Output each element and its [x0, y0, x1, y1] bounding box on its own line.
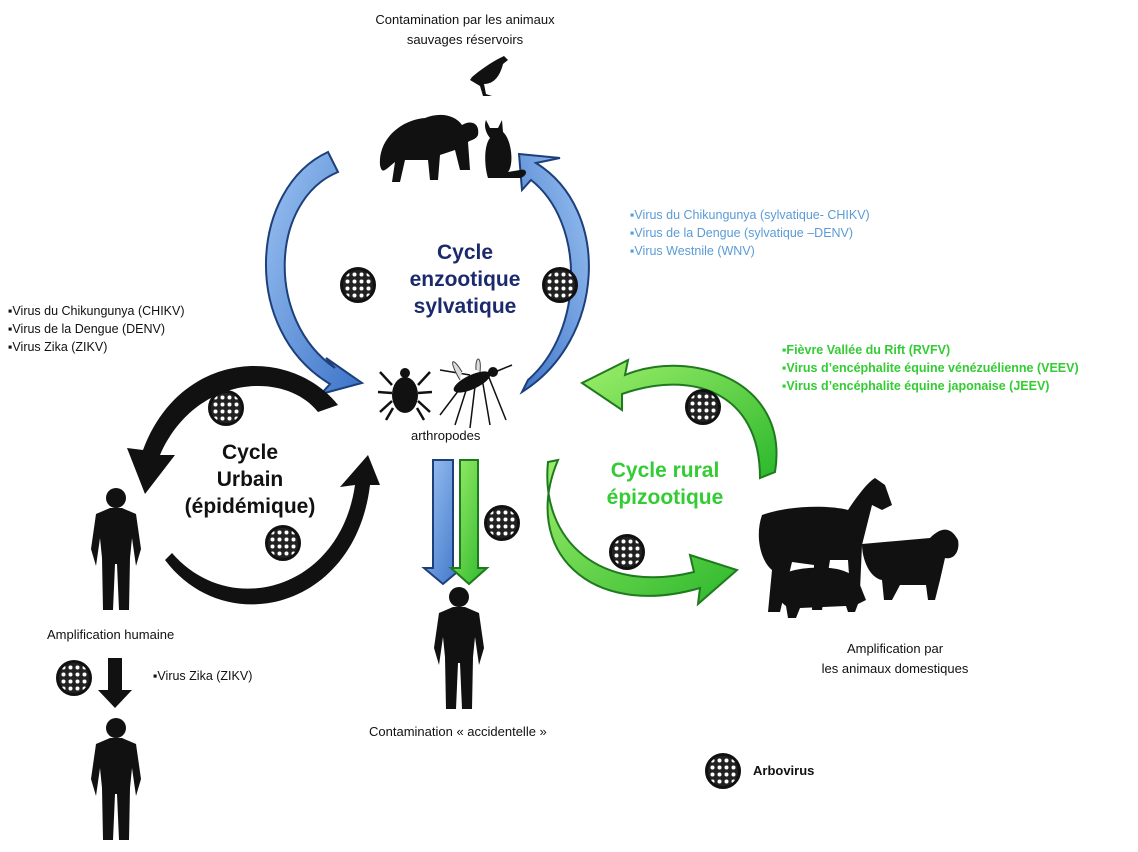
virus-icon — [609, 534, 645, 570]
virus-icon — [542, 267, 578, 303]
animal-amplification-label: Amplification par les animaux domestique… — [795, 639, 995, 679]
urban-bottom-arrow — [165, 455, 380, 605]
accidental-contamination-label: Contamination « accidentelle » — [369, 724, 547, 739]
reservoir-label: Contamination par les animaux sauvages r… — [335, 10, 595, 50]
rural-cycle-title: Cycle rural épizootique — [590, 457, 740, 511]
sylvatic-title-line: Cycle — [436, 241, 494, 264]
virus-list-item: ▪Virus du Chikungunya (CHIKV) — [8, 304, 185, 318]
tick-icon — [377, 368, 433, 421]
animal-amplification-line: les animaux domestiques — [821, 661, 969, 676]
urban-title-line: Cycle — [221, 441, 279, 464]
sylvatic-left-arrow — [265, 150, 365, 396]
virus-list-item: ▪Virus d’encéphalite équine japonaise (J… — [782, 379, 1050, 393]
accidental-human-figure — [434, 587, 484, 709]
virus-list-item: ▪Virus Westnile (WNV) — [630, 244, 755, 258]
human-to-human-arrow — [98, 658, 132, 708]
pig-icon — [774, 567, 866, 618]
reservoir-label-line: Contamination par les animaux — [375, 12, 555, 27]
accidental-blue-arrow — [421, 459, 465, 586]
sylvatic-cycle-title: Cycle enzootique sylvatique — [390, 239, 540, 320]
human-to-human-virus-list: ▪Virus Zika (ZIKV) — [153, 667, 252, 685]
monkey-icon — [379, 114, 479, 182]
mosquito-icon — [439, 358, 513, 429]
legend-arbovirus-label: Arbovirus — [753, 763, 815, 778]
bird-icon — [470, 56, 508, 96]
cat-icon — [485, 120, 526, 178]
urban-title-line: Urbain — [216, 468, 284, 491]
arthropods-label: arthropodes — [411, 428, 481, 443]
sylvatic-title-line: enzootique — [409, 268, 521, 291]
reservoir-label-line: sauvages réservoirs — [406, 32, 524, 47]
arbovirus-legend-icon — [705, 753, 741, 789]
virus-list-item: ▪Fièvre Vallée du Rift (RVFV) — [782, 343, 951, 357]
virus-icon — [208, 390, 244, 426]
urban-virus-list: ▪Virus du Chikungunya (CHIKV) ▪Virus de … — [8, 302, 185, 356]
infected-human-figure — [91, 718, 141, 840]
virus-list-item: ▪Virus de la Dengue (sylvatique –DENV) — [630, 226, 854, 240]
urban-cycle-title: Cycle Urbain (épidémique) — [180, 439, 320, 520]
human-amplification-label: Amplification humaine — [47, 627, 175, 642]
urban-title-line: (épidémique) — [184, 495, 316, 518]
rural-virus-list: ▪Fièvre Vallée du Rift (RVFV) ▪Virus d’e… — [782, 341, 1079, 395]
virus-icon — [340, 267, 376, 303]
virus-list-item: ▪Virus Zika (ZIKV) — [153, 669, 253, 683]
rural-title-line: épizootique — [606, 486, 724, 509]
sylvatic-right-arrow — [517, 152, 590, 395]
virus-icon — [685, 389, 721, 425]
virus-icon — [265, 525, 301, 561]
rural-top-arrow — [580, 358, 778, 480]
accidental-green-arrow — [448, 459, 490, 586]
virus-icon — [56, 660, 92, 696]
urban-top-arrow — [127, 366, 338, 494]
virus-list-item: ▪Virus Zika (ZIKV) — [8, 340, 108, 354]
rural-title-line: Cycle rural — [610, 459, 720, 482]
horse-icon — [758, 478, 892, 612]
animal-amplification-line: Amplification par — [846, 641, 944, 656]
sylvatic-title-line: sylvatique — [413, 295, 517, 318]
human-amplification-figure — [91, 488, 141, 610]
virus-list-item: ▪Virus du Chikungunya (sylvatique- CHIKV… — [630, 208, 870, 222]
cow-icon — [862, 529, 959, 600]
rural-bottom-arrow — [546, 458, 739, 607]
sylvatic-virus-list: ▪Virus du Chikungunya (sylvatique- CHIKV… — [630, 206, 870, 260]
virus-icon — [484, 505, 520, 541]
virus-list-item: ▪Virus d’encéphalite équine vénézuélienn… — [782, 361, 1079, 375]
virus-list-item: ▪Virus de la Dengue (DENV) — [8, 322, 166, 336]
